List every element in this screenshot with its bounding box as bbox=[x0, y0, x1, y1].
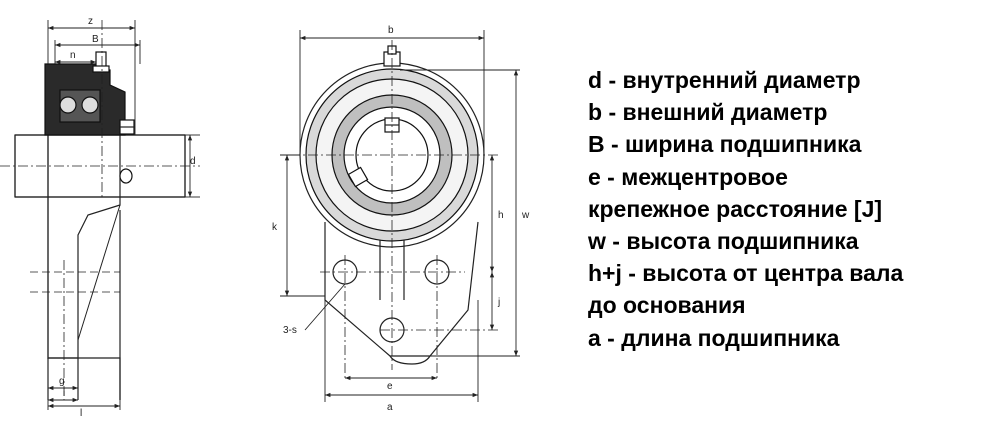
side-dimension-labels: z B n d g i l bbox=[59, 16, 196, 419]
side-dimensions bbox=[47, 20, 200, 410]
side-view bbox=[0, 20, 200, 400]
label-l: l bbox=[80, 408, 82, 419]
label-n: n bbox=[70, 50, 76, 61]
legend-line-hj-cont: до основания bbox=[588, 292, 746, 319]
legend-line-d: d - внутренний диаметр bbox=[588, 67, 861, 93]
label-k: k bbox=[272, 222, 278, 233]
legend: d - внутренний диаметр b - внешний диаме… bbox=[588, 64, 993, 354]
legend-line-w: w - высота подшипника bbox=[588, 228, 859, 255]
label-3-s: 3-s bbox=[283, 325, 297, 336]
label-a: a bbox=[387, 402, 393, 413]
label-B: B bbox=[92, 34, 99, 45]
label-d: d bbox=[190, 156, 196, 167]
legend-line-hj: h+j - высота от центра вала bbox=[588, 260, 904, 287]
label-j: j bbox=[497, 297, 500, 308]
label-z: z bbox=[88, 16, 93, 27]
legend-line-b: b - внешний диаметр bbox=[588, 99, 828, 126]
front-dimensions bbox=[280, 30, 520, 402]
legend-line-a: a - длина подшипника bbox=[588, 324, 840, 351]
label-g: g bbox=[59, 376, 65, 387]
label-w: w bbox=[521, 210, 530, 221]
legend-line-B: B - ширина подшипника bbox=[588, 131, 862, 158]
legend-line-e: e - межцентровое bbox=[588, 163, 788, 190]
front-dimension-labels: b k h w j 3-s e a bbox=[272, 25, 530, 413]
front-view bbox=[290, 40, 500, 380]
label-h: h bbox=[498, 210, 504, 221]
label-e: e bbox=[387, 381, 393, 392]
label-i: i bbox=[63, 388, 65, 399]
label-b: b bbox=[388, 25, 394, 36]
legend-line-e-cont: крепежное расстояние [J] bbox=[588, 195, 883, 222]
